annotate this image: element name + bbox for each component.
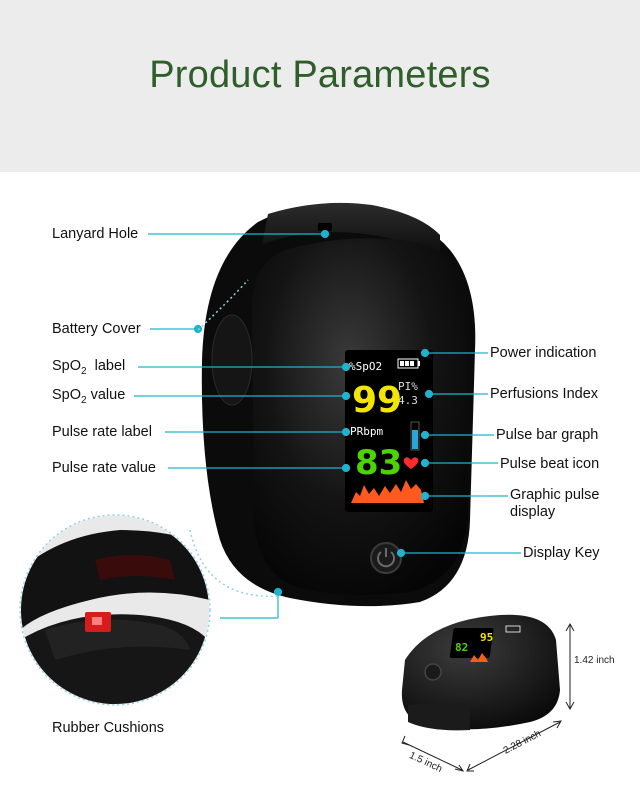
small-pr-value: 82 — [455, 641, 468, 654]
label-battery-cover: Battery Cover — [52, 321, 141, 337]
pr-value: 83 — [355, 443, 402, 483]
dimension-lines — [401, 622, 575, 772]
label-perfusions-index: Perfusions Index — [490, 386, 599, 402]
battery-icon — [397, 358, 420, 369]
oximeter-device — [201, 202, 476, 607]
label-spo2-label: SpO2 label — [52, 358, 126, 377]
label-rubber-cushions: Rubber Cushions — [52, 720, 165, 736]
label-pulse-rate-label: Pulse rate label — [52, 424, 152, 440]
zoom-link — [197, 279, 249, 331]
callout-lines-right — [396, 348, 521, 558]
pi-value: 4.3 — [398, 394, 418, 407]
pulse-waveform — [351, 480, 424, 503]
heart-icon — [403, 457, 419, 469]
small-spo2-value: 95 — [480, 631, 493, 644]
label-spo2-value: SpO2 value — [52, 387, 126, 406]
display-key-button — [370, 542, 402, 574]
small-screen-readouts: 95 82 — [455, 631, 493, 654]
pi-tag: PI% — [398, 380, 418, 393]
label-lanyard-hole: Lanyard Hole — [52, 226, 139, 242]
oled-screen — [345, 350, 433, 512]
small-device — [401, 614, 560, 731]
label-graphic-pulse: Graphic pulse display — [510, 487, 600, 520]
spo2-tag: %SpO2 — [349, 360, 382, 373]
header-band — [0, 0, 640, 172]
label-pulse-bar-graph: Pulse bar graph — [496, 427, 599, 443]
pr-tag: PRbpm — [350, 425, 383, 438]
screen-readouts: %SpO2 99 PI% 4.3 PRbpm 83 — [349, 360, 418, 483]
page-title: Product Parameters — [149, 54, 491, 96]
spo2-value: 99 — [352, 380, 402, 421]
label-display-key: Display Key — [523, 545, 600, 561]
pulse-bar-graph — [410, 421, 420, 451]
label-pulse-rate-value: Pulse rate value — [52, 460, 156, 476]
dim-height: 1.42 inch — [574, 655, 615, 666]
label-power-indication: Power indication — [490, 345, 597, 361]
rubber-cushion-zoom — [19, 514, 211, 706]
label-pulse-beat-icon: Pulse beat icon — [500, 456, 600, 472]
